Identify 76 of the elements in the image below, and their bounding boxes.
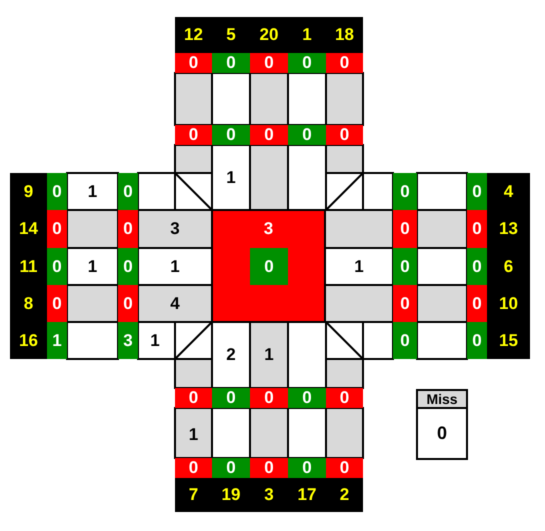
hit-count-cell: 0 (467, 173, 487, 210)
sector-number: 17 (288, 478, 326, 512)
hit-count-cell: 0 (250, 388, 288, 408)
miss-count: 0 (436, 423, 447, 444)
hit-count-cell: 0 (326, 458, 363, 478)
hit-count: 1 (86, 256, 98, 278)
sector-number: 20 (250, 17, 288, 53)
hit-count: 1 (225, 167, 237, 189)
sector-number: 8 (10, 285, 47, 322)
hit-count-cell: 0 (175, 125, 212, 145)
sector-number: 15 (487, 322, 530, 359)
hit-count-cell: 0 (118, 210, 138, 248)
sector-number: 16 (10, 322, 47, 359)
hit-count-cell: 0 (250, 248, 288, 285)
hit-count: 1 (188, 424, 200, 446)
hit-count-cell: 0 (212, 458, 250, 478)
hit-count-cell: 0 (47, 210, 67, 248)
hit-count-cell: 0 (467, 322, 487, 359)
hit-count-cell: 0 (393, 322, 417, 359)
hit-count-cell: 0 (212, 53, 250, 73)
hit-count-cell: 0 (212, 125, 250, 145)
hit-count-cell: 0 (393, 285, 417, 322)
hit-count-cell: 0 (118, 173, 138, 210)
hit-count-cell: 0 (175, 458, 212, 478)
sector-number: 10 (487, 285, 530, 322)
sector-number: 4 (487, 173, 530, 210)
sector-number: 7 (175, 478, 212, 512)
miss-heading: Miss (426, 391, 458, 407)
hit-count-cell: 0 (326, 388, 363, 408)
hit-count-cell: 0 (250, 125, 288, 145)
hit-count: 1 (353, 256, 365, 278)
hit-count: 4 (169, 292, 181, 314)
bull-hit-count: 3 (262, 218, 274, 240)
hit-count-cell: 0 (250, 458, 288, 478)
hit-count-cell: 0 (288, 388, 326, 408)
miss-box (416, 389, 468, 460)
hit-count-cell: 0 (288, 125, 326, 145)
sector-number: 19 (212, 478, 250, 512)
hit-count-cell: 0 (118, 285, 138, 322)
hit-count-cell: 0 (175, 388, 212, 408)
sector-number: 6 (487, 248, 530, 285)
hit-count-cell: 0 (326, 53, 363, 73)
hit-count-cell: 0 (393, 173, 417, 210)
sector-number: 2 (326, 478, 363, 512)
hit-count-cell: 0 (47, 173, 67, 210)
hit-count-cell: 0 (288, 53, 326, 73)
sector-number: 18 (326, 17, 363, 53)
hit-count-cell: 0 (467, 248, 487, 285)
sector-number: 14 (10, 210, 47, 248)
hit-count-cell: 0 (175, 53, 212, 73)
hit-count: 3 (169, 218, 181, 240)
hit-count: 2 (225, 344, 237, 366)
hit-count: 1 (263, 344, 275, 366)
sector-number: 1 (288, 17, 326, 53)
hit-count-cell: 0 (467, 285, 487, 322)
hit-count-cell: 0 (212, 388, 250, 408)
hit-count-cell: 0 (288, 458, 326, 478)
hit-count-cell: 0 (393, 248, 417, 285)
hit-count-cell: 0 (118, 248, 138, 285)
sector-number: 9 (10, 173, 47, 210)
sector-number: 3 (250, 478, 288, 512)
sector-number: 13 (487, 210, 530, 248)
hit-count-cell: 0 (47, 285, 67, 322)
hit-count: 1 (169, 256, 181, 278)
sector-number: 5 (212, 17, 250, 53)
hit-count-cell: 0 (393, 210, 417, 248)
hit-count: 1 (86, 180, 98, 202)
hit-count: 1 (149, 330, 161, 352)
sector-number: 11 (10, 248, 47, 285)
sector-number: 12 (175, 17, 212, 53)
hit-count-cell: 0 (47, 248, 67, 285)
hit-count-cell: 0 (326, 125, 363, 145)
hit-count-cell: 1 (47, 322, 67, 359)
hit-count-cell: 0 (467, 210, 487, 248)
hit-count-cell: 3 (118, 322, 138, 359)
hit-count-cell: 0 (250, 53, 288, 73)
